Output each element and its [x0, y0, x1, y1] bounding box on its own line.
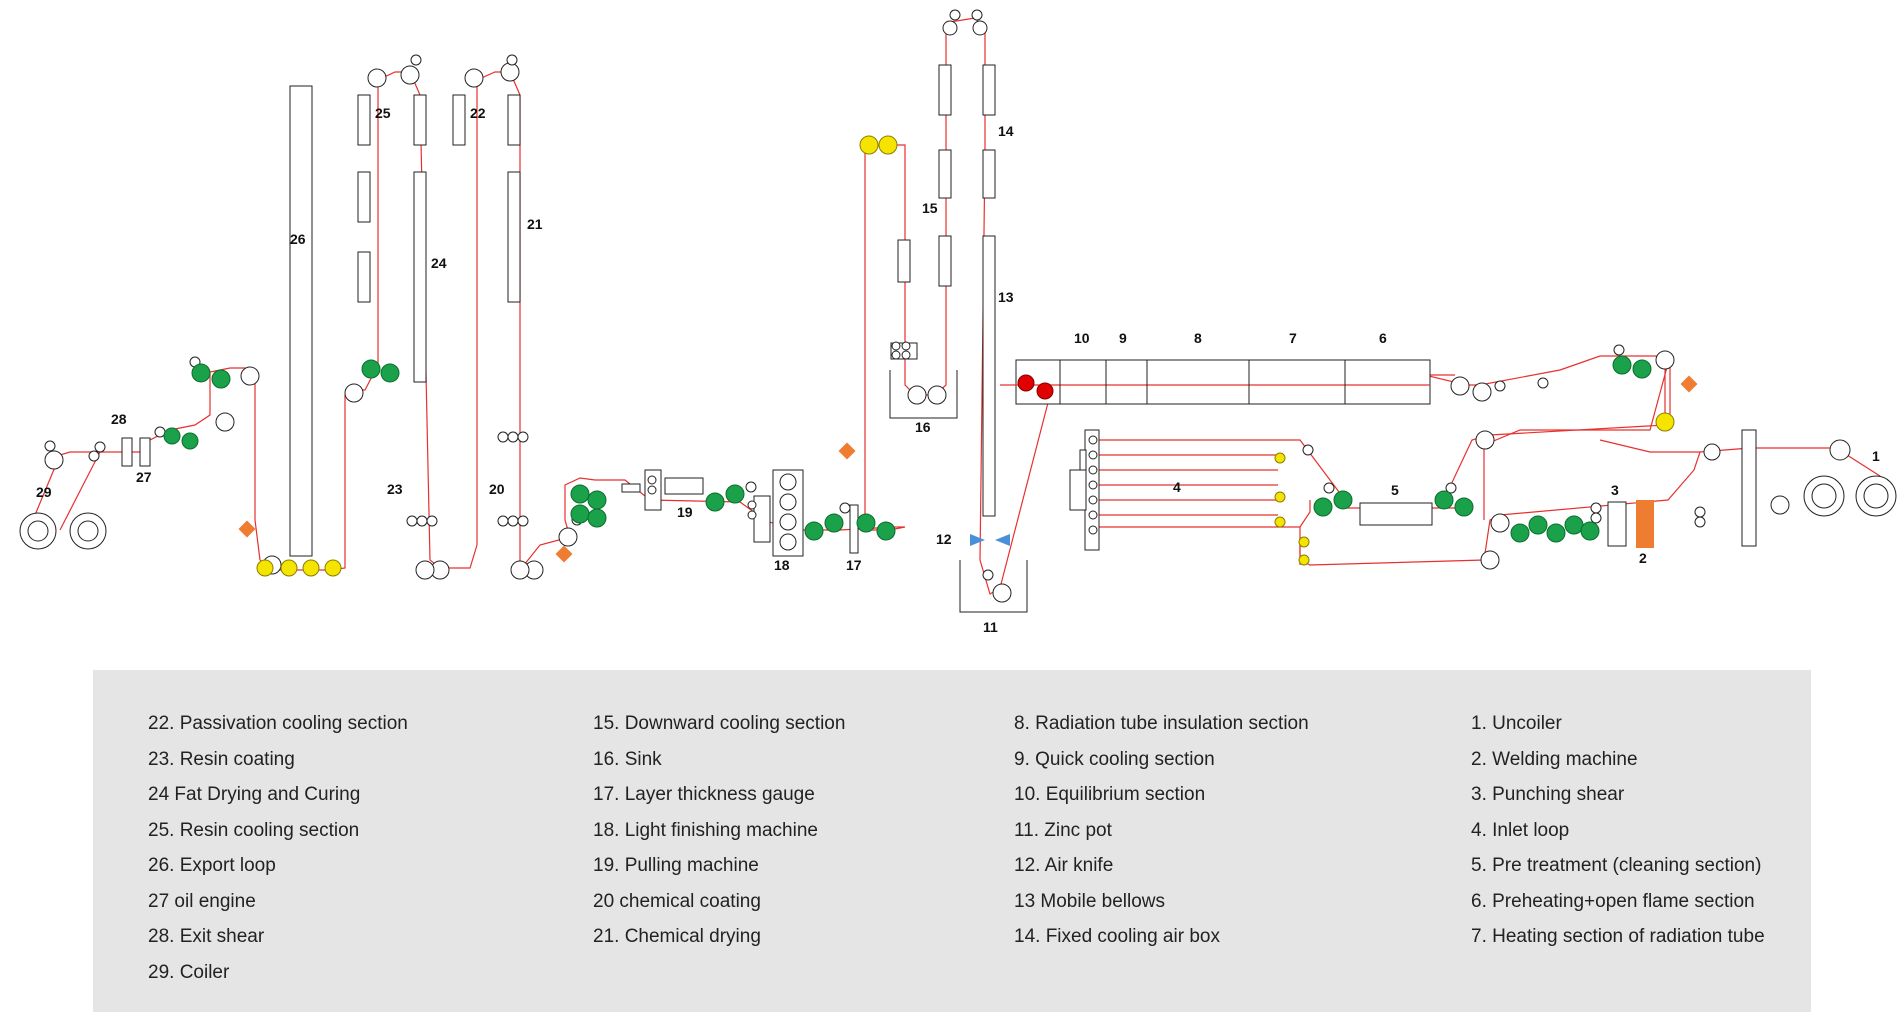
legend-item: 23. Resin coating — [148, 748, 295, 770]
legend-item: 9. Quick cooling section — [1014, 748, 1215, 770]
label-12: 12 — [936, 531, 952, 547]
white-rolls — [19, 9, 1897, 603]
label-10: 10 — [1074, 330, 1090, 346]
export-loop — [289, 85, 313, 557]
orange-markers — [238, 375, 1698, 563]
legend-item: 6. Preheating+open flame section — [1471, 890, 1755, 912]
pretreatment-box — [1359, 502, 1433, 526]
production-line-diagram: 1 2 3 4 5 6 7 8 9 10 11 12 13 14 15 16 1… — [19, 9, 1897, 635]
label-18: 18 — [774, 557, 790, 573]
label-9: 9 — [1119, 330, 1127, 346]
legend-item: 2. Welding machine — [1471, 748, 1638, 770]
label-4: 4 — [1173, 479, 1181, 495]
legend-item: 19. Pulling machine — [593, 855, 759, 876]
legend-item: 7. Heating section of radiation tube — [1471, 926, 1765, 947]
legend-item: 12. Air knife — [1014, 855, 1114, 876]
diagram-numbers: 1 2 3 4 5 6 7 8 9 10 11 12 13 14 15 16 1… — [36, 105, 1880, 635]
label-22: 22 — [470, 105, 486, 121]
green-rolls — [163, 355, 1652, 543]
label-29: 29 — [36, 484, 52, 500]
label-25: 25 — [375, 105, 391, 121]
label-16: 16 — [915, 419, 931, 435]
legend-item: 1. Uncoiler — [1471, 713, 1562, 734]
welding-machine — [1636, 500, 1654, 548]
legend-item: 14. Fixed cooling air box — [1014, 926, 1220, 947]
legend-item: 15. Downward cooling section — [593, 713, 846, 734]
label-8: 8 — [1194, 330, 1202, 346]
legend-column-1: 22. Passivation cooling section 23. Resi… — [148, 706, 408, 990]
legend-item: 18. Light finishing machine — [593, 819, 818, 841]
label-1: 1 — [1872, 448, 1880, 464]
legend-item: 16. Sink — [593, 748, 662, 770]
legend-item: 26. Export loop — [148, 855, 276, 876]
legend-panel: 22. Passivation cooling section 23. Resi… — [93, 670, 1811, 1012]
label-3: 3 — [1611, 482, 1619, 498]
label-28: 28 — [111, 411, 127, 427]
furnace-housing — [1015, 359, 1431, 405]
legend-item: 29. Coiler — [148, 961, 230, 983]
label-7: 7 — [1289, 330, 1297, 346]
label-20: 20 — [489, 481, 505, 497]
label-14: 14 — [998, 123, 1014, 139]
label-24: 24 — [431, 255, 447, 271]
legend-item: 28. Exit shear — [148, 926, 265, 947]
label-17: 17 — [846, 557, 862, 573]
legend-item: 5. Pre treatment (cleaning section) — [1471, 855, 1762, 876]
yellow-rolls — [256, 135, 1675, 577]
label-26: 26 — [290, 231, 306, 247]
legend-item: 11. Zinc pot — [1014, 819, 1112, 841]
air-knife — [970, 534, 985, 546]
legend-column-4: 1. Uncoiler 2. Welding machine 3. Punchi… — [1471, 706, 1765, 955]
legend-item: 4. Inlet loop — [1471, 819, 1570, 841]
legend-item: 3. Punching shear — [1471, 784, 1625, 805]
legend-item: 24 Fat Drying and Curing — [148, 784, 361, 805]
label-15: 15 — [922, 200, 938, 216]
legend-item: 8. Radiation tube insulation section — [1014, 713, 1309, 734]
label-21: 21 — [527, 216, 543, 232]
legend-column-2: 15. Downward cooling section 16. Sink 17… — [593, 706, 845, 955]
legend-item: 27 oil engine — [148, 890, 256, 912]
legend-item: 22. Passivation cooling section — [148, 713, 408, 734]
label-6: 6 — [1379, 330, 1387, 346]
label-19: 19 — [677, 504, 693, 520]
legend-item: 25. Resin cooling section — [148, 819, 360, 841]
legend-item: 10. Equilibrium section — [1014, 784, 1206, 805]
legend-item: 17. Layer thickness gauge — [593, 784, 815, 805]
legend-item: 13 Mobile bellows — [1014, 890, 1166, 912]
label-23: 23 — [387, 481, 403, 497]
legend-item: 21. Chemical drying — [593, 926, 761, 947]
legend-item: 20 chemical coating — [593, 890, 761, 912]
red-rolls — [1017, 374, 1054, 400]
label-11: 11 — [983, 619, 998, 635]
equipment — [121, 64, 1757, 613]
label-5: 5 — [1391, 482, 1399, 498]
label-2: 2 — [1639, 550, 1647, 566]
legend-column-3: 8. Radiation tube insulation section 9. … — [1014, 706, 1309, 955]
label-13: 13 — [998, 289, 1014, 305]
label-27: 27 — [136, 469, 152, 485]
